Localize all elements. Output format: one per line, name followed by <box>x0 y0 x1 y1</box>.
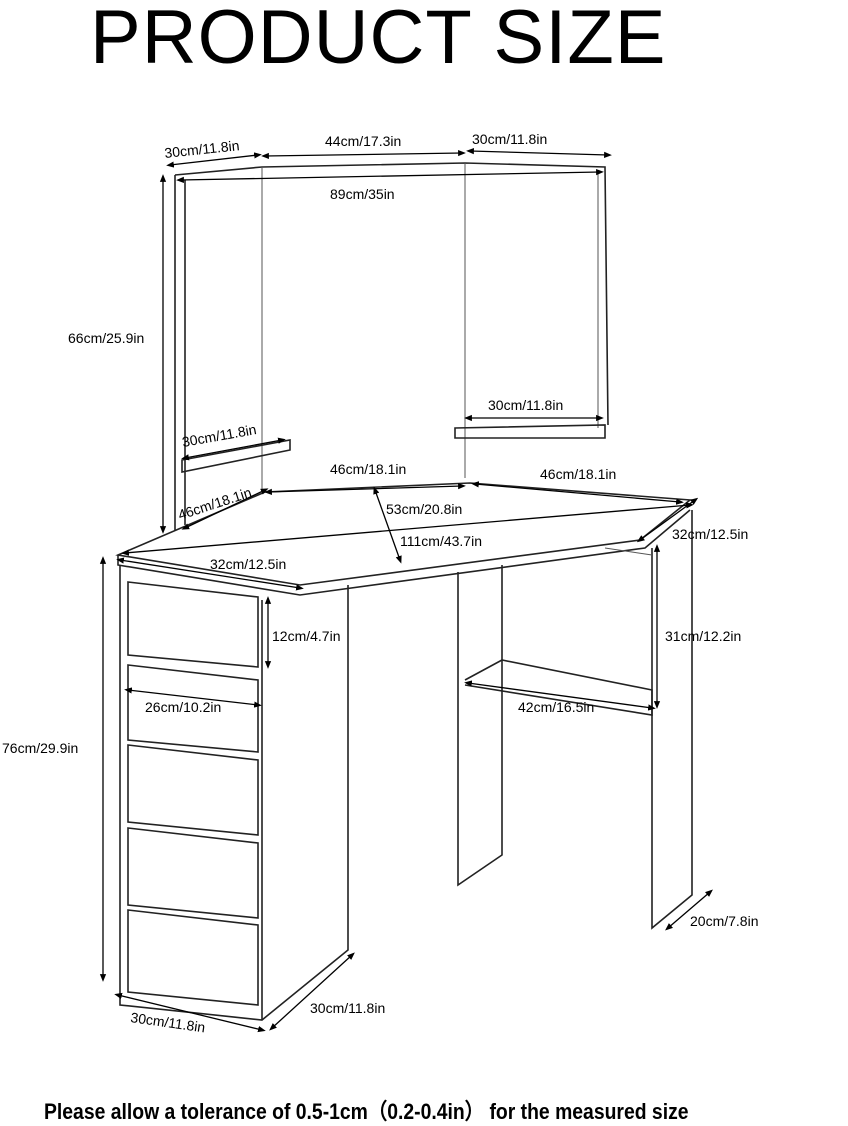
label-top-center-width: 44cm/17.3in <box>325 133 401 149</box>
label-mirror-total-width: 89cm/35in <box>330 186 395 202</box>
label-back-right-width: 46cm/18.1in <box>540 466 616 482</box>
label-right-front-edge: 32cm/12.5in <box>672 526 748 542</box>
label-drawer-width: 26cm/10.2in <box>145 699 221 715</box>
dimension-lines <box>99 147 713 1033</box>
label-right-shelf-width: 30cm/11.8in <box>488 397 563 413</box>
label-leg-depth: 20cm/7.8in <box>690 913 758 929</box>
label-desk-height: 76cm/29.9in <box>2 740 78 756</box>
label-shelf-clearance: 31cm/12.2in <box>665 628 741 644</box>
label-top-right-width: 30cm/11.8in <box>472 131 547 147</box>
label-desk-depth: 53cm/20.8in <box>386 501 462 517</box>
label-cabinet-depth: 30cm/11.8in <box>310 1000 385 1016</box>
label-left-front-edge: 32cm/12.5in <box>210 556 286 572</box>
label-top-left-width: 30cm/11.8in <box>164 137 240 161</box>
label-drawer-height: 12cm/4.7in <box>272 628 340 644</box>
label-lower-shelf-width: 42cm/16.5in <box>518 699 594 715</box>
label-desk-total-width: 111cm/43.7in <box>400 533 482 549</box>
furniture-outline <box>115 162 693 1021</box>
label-left-shelf-width: 30cm/11.8in <box>181 421 258 450</box>
label-back-left-width: 46cm/18.1in <box>176 484 253 523</box>
label-back-center-width: 46cm/18.1in <box>330 461 406 477</box>
tolerance-note: Please allow a tolerance of 0.5-1cm（0.2-… <box>44 1099 689 1124</box>
page-title: PRODUCT SIZE <box>90 0 667 80</box>
label-mirror-height: 66cm/25.9in <box>68 330 144 346</box>
